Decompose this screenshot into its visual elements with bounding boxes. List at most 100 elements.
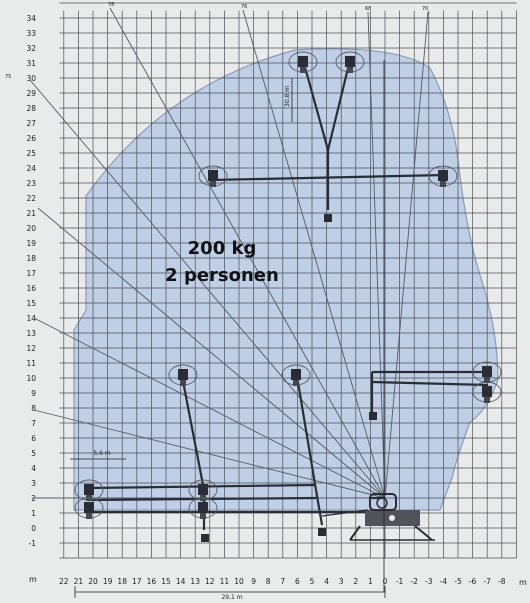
x-tick-label: 17 <box>132 577 142 586</box>
x-tick-label: -7 <box>483 577 491 586</box>
x-tick-label: 15 <box>161 577 171 586</box>
basket-icon <box>335 51 365 73</box>
angle-label-4: 70 <box>422 6 428 12</box>
angle-label-1: 78 <box>108 2 114 8</box>
x-tick-label: 19 <box>103 577 113 586</box>
y-tick-label: 12 <box>26 344 36 353</box>
x-tick-label: -6 <box>469 577 477 586</box>
basket-body <box>438 170 448 181</box>
hook-icon <box>201 534 209 542</box>
basket-body <box>198 484 208 495</box>
y-tick-label: 25 <box>26 149 36 158</box>
labels: 200 kg 2 personen m m 29,1 m 5,6 m 30,8 … <box>5 2 527 601</box>
capacity-label: 200 kg <box>188 238 257 259</box>
y-tick-label: 21 <box>26 209 36 218</box>
basket-base <box>293 380 299 386</box>
y-tick-label: 24 <box>26 164 36 173</box>
x-tick-label: 13 <box>190 577 200 586</box>
boom-arm <box>301 59 330 151</box>
y-tick-label: 0 <box>31 524 36 533</box>
boom-positions <box>87 59 489 542</box>
y-tick-label: 23 <box>26 179 36 188</box>
x-tick-label: 22 <box>59 577 69 586</box>
basket-base <box>210 181 216 187</box>
basket-body <box>178 369 188 380</box>
angle-ray <box>367 11 386 499</box>
boom-arm <box>180 375 206 491</box>
x-tick-label: 10 <box>234 577 244 586</box>
y-tick-label: 26 <box>26 134 36 143</box>
basket-icon <box>188 497 218 519</box>
crane-base-icon <box>321 493 435 541</box>
basket-body <box>298 56 308 67</box>
angle-label-3: 68 <box>365 6 371 12</box>
basket-body <box>84 502 94 513</box>
basket-icon <box>281 364 311 386</box>
basket-body <box>84 484 94 495</box>
x-tick-label: -8 <box>498 577 506 586</box>
dimension-lines <box>70 60 386 598</box>
basket-body <box>482 366 492 377</box>
y-tick-label: 6 <box>31 434 36 443</box>
y-tick-label: 16 <box>26 284 36 293</box>
grid: 3433323130292827262524232221201918171615… <box>26 2 517 586</box>
x-tick-label: 4 <box>324 577 329 586</box>
angle-ray <box>242 9 386 499</box>
angle-label-2: 76 <box>241 4 247 10</box>
y-tick-label: 14 <box>26 314 36 323</box>
persons-label: 2 personen <box>165 265 279 286</box>
basket-base <box>484 397 490 403</box>
y-tick-label: -1 <box>29 539 37 548</box>
x-tick-label: 16 <box>147 577 157 586</box>
basket-icon <box>288 51 318 73</box>
basket-base <box>440 181 446 187</box>
y-tick-label: 7 <box>31 419 36 428</box>
hook-icon <box>324 214 332 222</box>
boom-arm <box>371 380 489 387</box>
x-tick-label: 0 <box>383 577 388 586</box>
basket-icon <box>198 165 228 187</box>
basket-base <box>484 377 490 383</box>
x-tick-label: -2 <box>410 577 418 586</box>
hook-icon <box>369 412 377 420</box>
y-tick-label: 17 <box>26 269 36 278</box>
x-tick-label: 9 <box>251 577 256 586</box>
height-dimension: 30,8 m <box>284 86 291 107</box>
angle-ray <box>109 7 386 499</box>
basket-body <box>345 56 355 67</box>
x-tick-label: 8 <box>266 577 271 586</box>
y-tick-label: 15 <box>26 299 36 308</box>
x-unit-label: m <box>519 578 527 587</box>
x-tick-label: -3 <box>425 577 433 586</box>
angle-ray <box>33 317 386 499</box>
y-tick-label: 1 <box>31 509 36 518</box>
x-tick-label: 3 <box>339 577 344 586</box>
basket-icon <box>74 497 104 519</box>
basket-body <box>198 502 208 513</box>
hook-icon <box>318 528 326 536</box>
x-tick-label: 2 <box>353 577 358 586</box>
basket-base <box>86 513 92 519</box>
x-tick-label: 7 <box>280 577 285 586</box>
y-tick-label: 5 <box>31 449 36 458</box>
y-tick-label: 33 <box>26 29 36 38</box>
x-tick-label: 5 <box>310 577 315 586</box>
y-tick-label: 28 <box>26 104 36 113</box>
x-tick-label: 18 <box>117 577 127 586</box>
y-unit-label: m <box>29 575 37 584</box>
y-tick-label: 34 <box>26 14 36 23</box>
x-tick-label: 1 <box>368 577 373 586</box>
offset-dimension: 5,6 m <box>93 450 110 457</box>
x-tick-label: 6 <box>295 577 300 586</box>
boom-arm <box>295 375 318 491</box>
y-tick-label: 22 <box>26 194 36 203</box>
basket-icon <box>428 165 458 187</box>
y-tick-label: 13 <box>26 329 36 338</box>
basket-positions <box>74 51 502 519</box>
y-tick-label: 10 <box>26 374 36 383</box>
y-tick-label: 8 <box>31 404 36 413</box>
boom-arm <box>211 173 446 182</box>
basket-body <box>482 386 492 397</box>
basket-body <box>291 369 301 380</box>
